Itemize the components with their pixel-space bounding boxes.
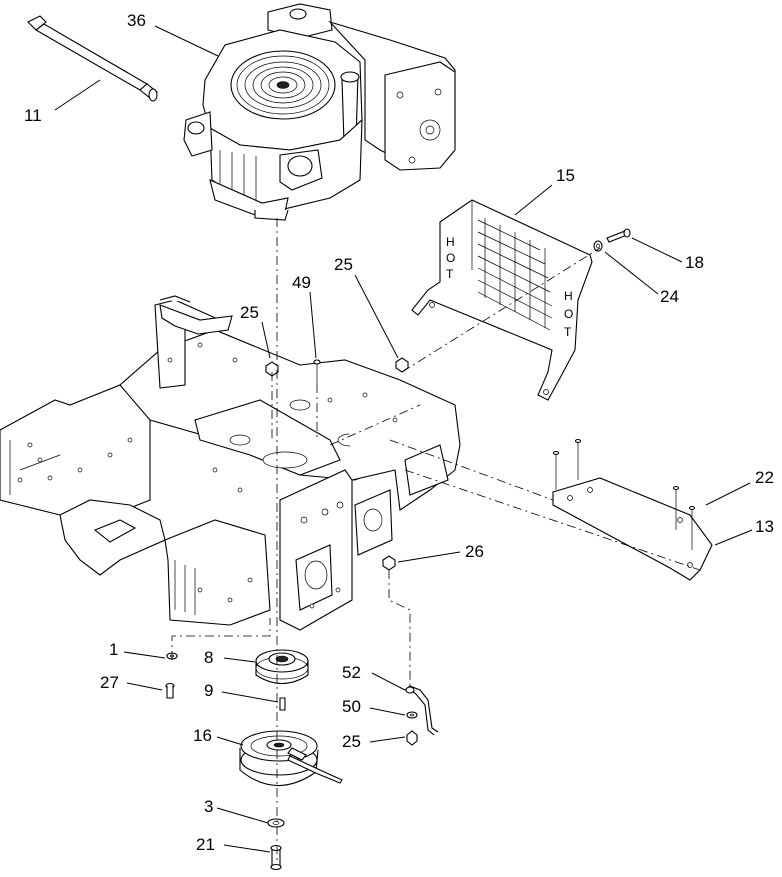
hex-nut-25-shield (395, 357, 409, 373)
callouts: 36 11 15 18 24 25 49 25 22 13 26 1 8 27 … (24, 11, 774, 854)
shield-letter-h-2: H (564, 289, 573, 303)
hex-nut-25-upper (265, 361, 279, 377)
callout-25-b: 25 (334, 255, 353, 274)
callout-9: 9 (204, 681, 213, 700)
hex-nut-25-lower (406, 730, 418, 746)
callout-16: 16 (193, 726, 212, 745)
leader-lines (54, 25, 753, 853)
shield-bolt (606, 228, 631, 243)
callout-3: 3 (204, 797, 213, 816)
engine (183, 3, 456, 221)
pulley-8 (255, 649, 309, 685)
callout-1: 1 (109, 640, 118, 659)
bracket-bolts (552, 438, 696, 550)
callout-25-c: 25 (342, 732, 361, 751)
callout-27: 27 (100, 673, 119, 692)
callout-49: 49 (292, 273, 311, 292)
shield-letter-t-2: T (564, 325, 572, 339)
shield-letter-h: H (446, 235, 455, 249)
callout-52: 52 (342, 663, 361, 682)
callout-26: 26 (465, 542, 484, 561)
washer-3 (267, 818, 285, 828)
mower-frame (0, 295, 461, 631)
mounting-bracket (552, 477, 713, 581)
callout-24: 24 (660, 287, 679, 306)
callout-18: 18 (685, 253, 704, 272)
callout-13: 13 (755, 517, 774, 536)
callout-11: 11 (24, 106, 42, 125)
control-rod-52 (404, 685, 439, 736)
fuel-line (27, 15, 158, 102)
callout-25-a: 25 (240, 303, 259, 322)
assembly-lines (171, 218, 701, 862)
callout-15: 15 (556, 166, 575, 185)
callout-22: 22 (755, 468, 774, 487)
bolt-21 (270, 844, 282, 871)
callout-36: 36 (127, 11, 146, 30)
shield-letter-o: O (446, 251, 455, 265)
callout-21: 21 (196, 835, 215, 854)
shield-washer (593, 240, 603, 252)
callout-8: 8 (204, 648, 213, 667)
callout-50: 50 (342, 697, 361, 716)
bolt-27 (165, 682, 175, 699)
hex-nut-26 (382, 555, 396, 571)
heat-shield: H O T H O T (411, 199, 593, 401)
pto-clutch (239, 730, 343, 787)
washer-50 (406, 711, 418, 719)
key-9 (279, 697, 286, 711)
bolt-49 (313, 359, 321, 384)
shield-letter-o-2: O (564, 307, 573, 321)
shield-letter-t: T (446, 267, 454, 281)
